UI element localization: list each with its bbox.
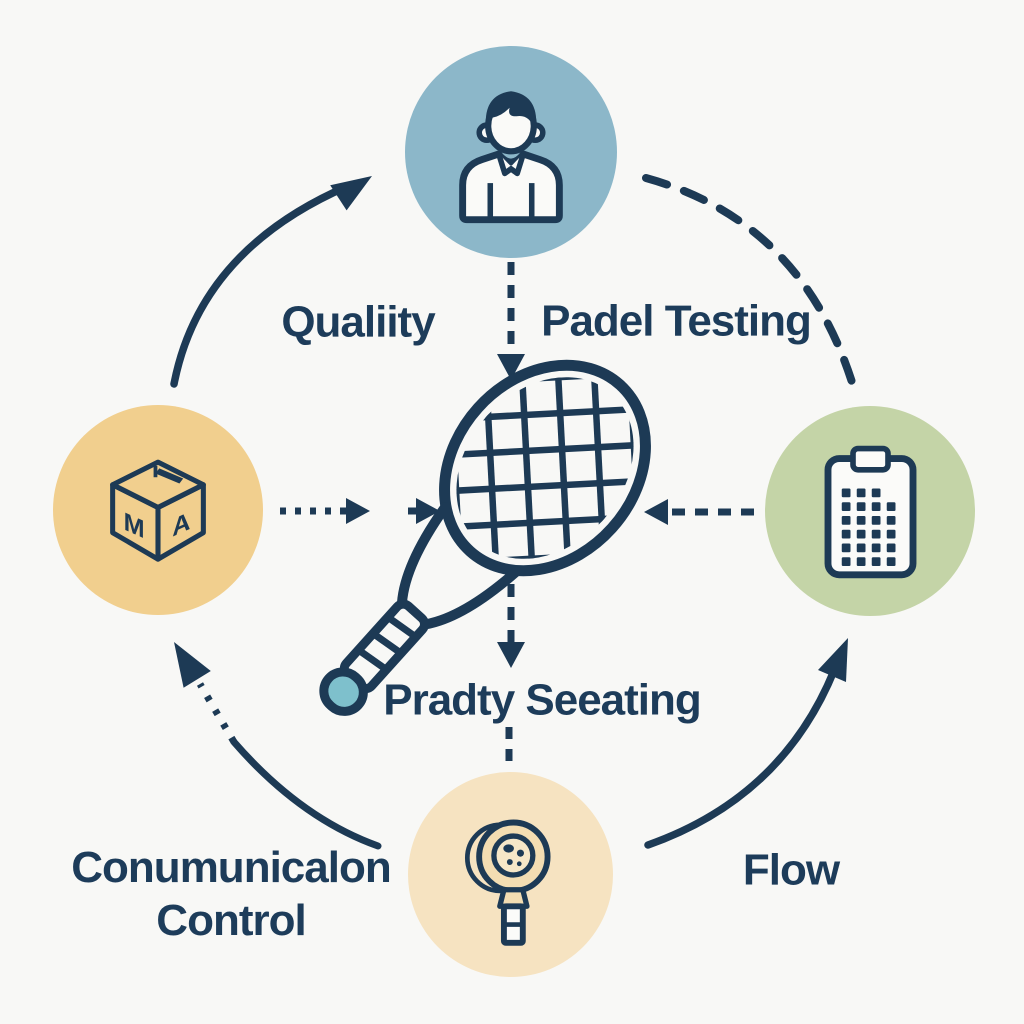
arrow-center-to-caption-dashed (497, 584, 525, 668)
arrow-left-to-top (170, 176, 372, 388)
node-bottom-magnifier (408, 772, 613, 977)
label-quality: Qualiity (281, 297, 435, 347)
node-right-clipboard (765, 406, 975, 616)
node-top-person (405, 46, 617, 258)
person-icon (459, 91, 563, 224)
arrow-top-to-center-dashed (497, 262, 525, 380)
arrow-bottom-to-right (644, 638, 848, 849)
label-pradty-seeating: Pradty Seeating (383, 675, 702, 725)
label-padel-testing: Padel Testing (541, 296, 812, 346)
box-letter-right: A (172, 506, 190, 543)
arrow-left-to-center-short (408, 498, 440, 524)
arrow-bottom-to-left (174, 642, 382, 850)
node-left-box: M A (53, 405, 263, 615)
box-letter-left: M (124, 506, 145, 544)
magnifier-icon (464, 819, 551, 946)
arrow-top-to-right-dashed (642, 174, 859, 396)
clipboard-icon (824, 445, 916, 579)
label-flow: Flow (742, 845, 840, 895)
arrow-right-to-center-dashed (644, 499, 754, 525)
label-communication-line1: Conumunicalon (71, 843, 391, 893)
arrow-left-to-center-dotted (280, 498, 370, 524)
label-communication-line2: Control (156, 896, 306, 945)
box-icon: M A (110, 459, 206, 562)
label-communication-control: Conumunicalon Control (61, 842, 401, 948)
